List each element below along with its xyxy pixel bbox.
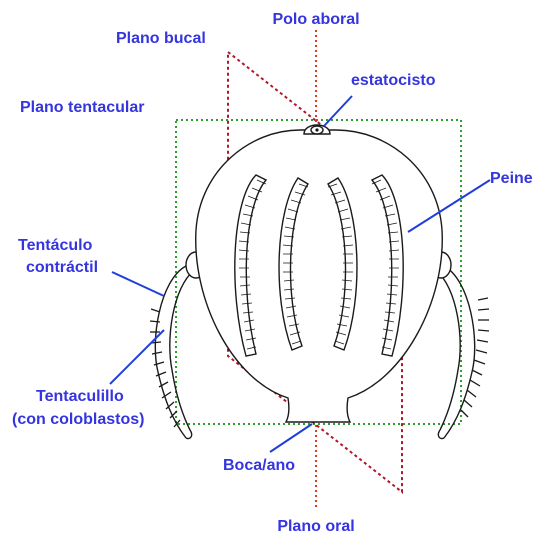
label-peine: Peine xyxy=(490,170,533,187)
right-tentacle xyxy=(436,266,475,439)
label-tentaculillo-line1: Tentaculillo xyxy=(36,388,124,405)
label-plano-tentacular: Plano tentacular xyxy=(20,99,144,116)
leader-estatocisto xyxy=(324,96,352,126)
label-tentaculo-line2: contráctil xyxy=(26,259,98,276)
right-tentilla xyxy=(461,298,489,417)
label-polo-aboral: Polo aboral xyxy=(272,11,359,28)
leader-tentaculo xyxy=(112,272,164,296)
label-boca-ano: Boca/ano xyxy=(223,457,295,474)
label-estatocisto: estatocisto xyxy=(351,72,436,89)
leader-boca-ano xyxy=(270,424,312,452)
label-plano-oral: Plano oral xyxy=(277,518,354,535)
ctenophore-body xyxy=(196,130,443,422)
label-tentaculillo-line2: (con coloblastos) xyxy=(12,411,144,428)
statocyst xyxy=(304,125,330,134)
label-plano-bucal: Plano bucal xyxy=(116,30,206,47)
label-tentaculo-line1: Tentáculo xyxy=(18,237,93,254)
